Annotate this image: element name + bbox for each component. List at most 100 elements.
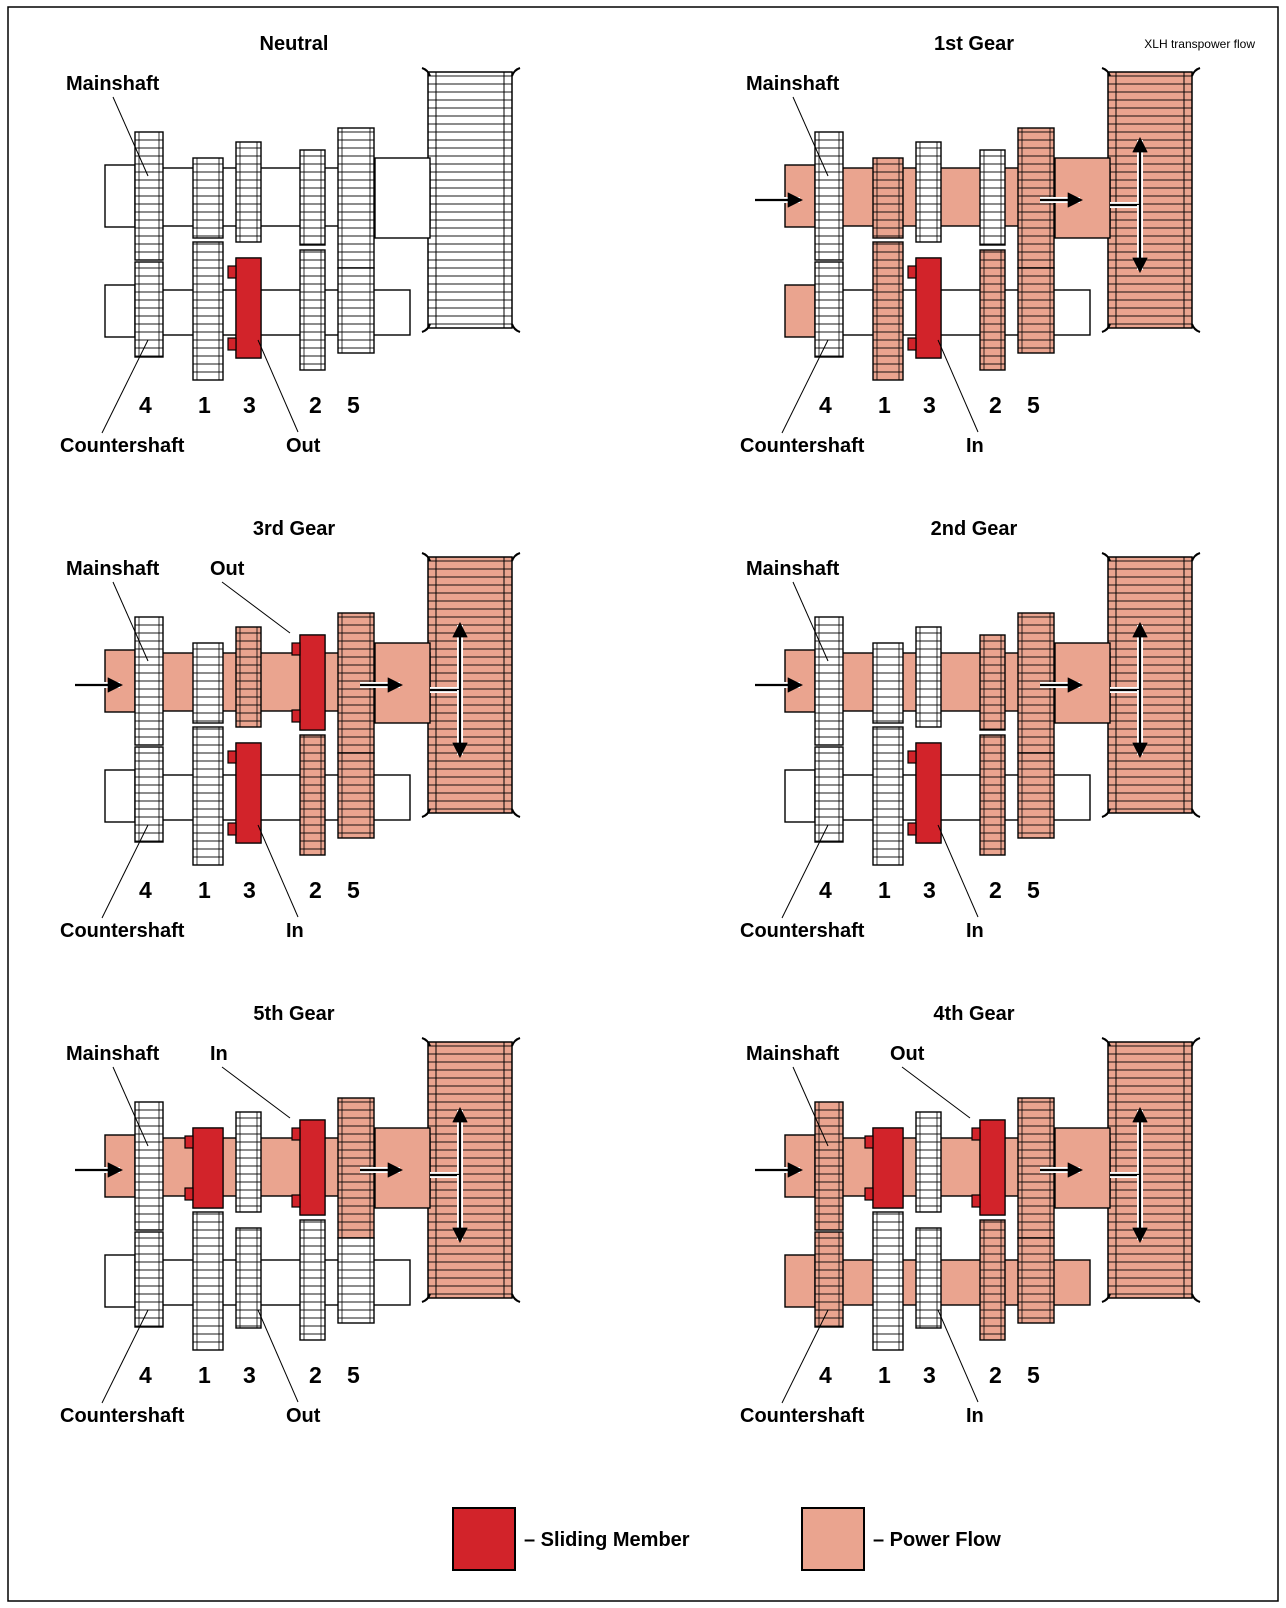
countershaft-label: Countershaft: [60, 920, 185, 942]
legend-swatch-sliding: [452, 1507, 516, 1571]
countershaft-gear-3: [235, 1227, 262, 1329]
countershaft-gear-1: [872, 1211, 904, 1351]
countershaft-gear-3: [915, 1227, 942, 1329]
clutch-drum: [421, 1037, 521, 1303]
gear-number: 1: [878, 392, 891, 418]
sliding-dog-countershaft-3: [227, 742, 262, 844]
gear-number: 3: [243, 392, 256, 418]
countershaft-label: Countershaft: [740, 435, 865, 457]
countershaft-label: Countershaft: [60, 435, 185, 457]
gear-number: 1: [198, 877, 211, 903]
mainshaft-end: [104, 1134, 136, 1198]
callout-label: In: [966, 1405, 984, 1427]
gear-number: 4: [139, 1362, 152, 1388]
callout-label: Out: [210, 558, 245, 580]
callout-label: In: [210, 1043, 228, 1065]
countershaft-end: [784, 769, 816, 823]
legend: – Sliding Member – Power Flow: [452, 1507, 1001, 1571]
gear-number: 4: [819, 877, 832, 903]
countershaft-end: [784, 284, 816, 338]
mainshaft-gear-1: [872, 157, 904, 239]
mainshaft-label: Mainshaft: [746, 1043, 840, 1065]
mainshaft-end: [104, 164, 136, 228]
countershaft-gear-1: [192, 1211, 224, 1351]
clutch-drum: [1101, 67, 1201, 333]
countershaft-gear-1: [872, 726, 904, 866]
countershaft-end: [104, 284, 136, 338]
mainshaft-gear-4: [814, 1101, 844, 1231]
callout-label: Out: [286, 1405, 321, 1427]
countershaft-gear-5: [1017, 1237, 1055, 1324]
gear-number: 5: [347, 1362, 360, 1388]
countershaft-gear-4: [134, 746, 164, 843]
callout-label: In: [966, 435, 984, 457]
mainshaft-gear-3: [915, 1111, 942, 1213]
mainshaft-label: Mainshaft: [746, 558, 840, 580]
countershaft-gear-2: [299, 1219, 326, 1341]
mainshaft-label: Mainshaft: [746, 73, 840, 95]
gear-number: 2: [989, 1362, 1002, 1388]
gear-number: 2: [309, 877, 322, 903]
panel-title: Neutral: [260, 33, 329, 55]
callout-label: Out: [286, 435, 321, 457]
mainshaft-end: [784, 1134, 816, 1198]
countershaft-gear-5: [1017, 267, 1055, 354]
mainshaft-label: Mainshaft: [66, 558, 160, 580]
mainshaft-gear-4: [814, 616, 844, 746]
countershaft-gear-5: [337, 267, 375, 354]
gear-number: 3: [923, 392, 936, 418]
callout-label: Out: [890, 1043, 925, 1065]
gear-number: 3: [243, 1362, 256, 1388]
sliding-dog-mainshaft-2: [291, 1119, 326, 1216]
callout-label: In: [286, 920, 304, 942]
gear-number: 2: [309, 1362, 322, 1388]
panel-title: 2nd Gear: [931, 518, 1018, 540]
mainshaft-gear-3: [915, 626, 942, 728]
mainshaft-gear-1: [192, 642, 224, 724]
countershaft-label: Countershaft: [60, 1405, 185, 1427]
countershaft-gear-2: [299, 734, 326, 856]
countershaft-gear-4: [134, 261, 164, 358]
gear-number: 1: [878, 1362, 891, 1388]
sliding-dog-mainshaft-1: [864, 1127, 904, 1209]
countershaft-end: [104, 769, 136, 823]
countershaft-gear-5: [337, 1237, 375, 1324]
countershaft-gear-4: [814, 1231, 844, 1328]
sliding-dog-mainshaft-1: [184, 1127, 224, 1209]
clutch-drum: [1101, 552, 1201, 818]
mainshaft-gear-2: [299, 149, 326, 246]
countershaft-end: [104, 1254, 136, 1308]
clutch-drum: [1101, 1037, 1201, 1303]
mainshaft-gear-4: [134, 131, 164, 261]
countershaft-gear-5: [1017, 752, 1055, 839]
countershaft-label: Countershaft: [740, 920, 865, 942]
panel-title: 5th Gear: [253, 1003, 334, 1025]
mainshaft-gear-3: [235, 626, 262, 728]
mainshaft-gear-2: [979, 634, 1006, 731]
countershaft-gear-4: [134, 1231, 164, 1328]
sliding-dog-countershaft-3: [907, 742, 942, 844]
gear-number: 4: [139, 877, 152, 903]
gear-number: 3: [923, 877, 936, 903]
mainshaft-gear-5: [337, 127, 375, 269]
gear-number: 5: [1027, 877, 1040, 903]
mainshaft-gear-1: [872, 642, 904, 724]
sliding-dog-mainshaft-2: [291, 634, 326, 731]
countershaft-gear-1: [192, 241, 224, 381]
gear-number: 2: [989, 392, 1002, 418]
mainshaft-end: [784, 649, 816, 713]
mainshaft-gear-5: [337, 1097, 375, 1239]
mainshaft-gear-4: [134, 1101, 164, 1231]
mainshaft-gear-4: [814, 131, 844, 261]
countershaft-end: [784, 1254, 816, 1308]
gear-number: 1: [198, 1362, 211, 1388]
countershaft-gear-4: [814, 261, 844, 358]
mainshaft-hub: [374, 157, 431, 239]
clutch-drum: [421, 552, 521, 818]
mainshaft-end: [104, 649, 136, 713]
countershaft-gear-2: [979, 1219, 1006, 1341]
